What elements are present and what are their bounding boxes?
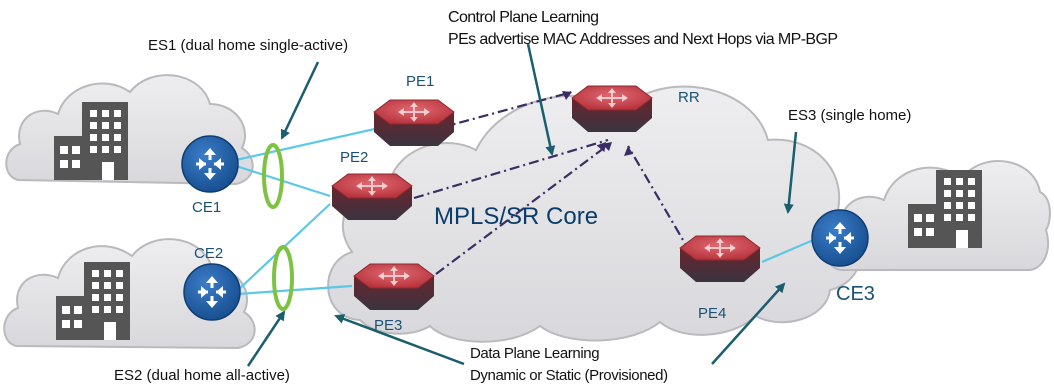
ce3-label: CE3 (836, 283, 875, 305)
pe2-label: PE2 (340, 149, 368, 166)
data-plane-title: Data Plane Learning (470, 345, 599, 362)
bgp-arrowhead-pe3 (602, 142, 612, 151)
ce1-label: CE1 (192, 199, 221, 216)
bgp-pe2-rr (413, 138, 609, 200)
pe4-label: PE4 (698, 305, 726, 322)
arrow-data-plane-left (334, 314, 465, 366)
bgp-arrowhead-pe4 (624, 146, 633, 156)
arrow-es3 (783, 131, 798, 214)
es2-label: ES2 (dual home all-active) (114, 367, 290, 384)
es1-label: ES1 (dual home single-active) (148, 37, 348, 54)
bgp-pe3-rr (435, 141, 613, 275)
arrow-control-plane (526, 43, 556, 156)
link-pe4-ce3 (761, 236, 819, 264)
pe1-label: PE1 (406, 73, 434, 90)
link-ce1-pe1 (235, 124, 389, 162)
arrow-es2 (246, 310, 286, 367)
router-icon-rr (571, 85, 653, 133)
bgp-sessions (413, 90, 691, 275)
link-ce2-pe3 (237, 284, 353, 296)
bgp-pe1-rr (439, 90, 573, 130)
arrow-es1 (280, 61, 320, 140)
es2-ring (272, 245, 294, 311)
bgp-pe4-rr (627, 145, 691, 253)
ce-icon-ce1 (180, 134, 240, 194)
pe3-label: PE3 (374, 317, 402, 334)
control-plane-desc: PEs advertise MAC Addresses and Next Hop… (448, 31, 837, 48)
arrow-data-plane-right (711, 282, 786, 365)
rr-label: RR (678, 89, 700, 106)
router-icon-pe3 (353, 263, 435, 311)
data-plane-desc: Dynamic or Static (Provisioned) (470, 367, 668, 384)
router-icon-pe4 (679, 235, 761, 283)
router-icon-pe1 (373, 99, 455, 147)
es1-ring (262, 143, 284, 209)
control-plane-title: Control Plane Learning (448, 9, 598, 26)
ce2-label: CE2 (194, 245, 223, 262)
router-icon-pe2 (331, 173, 413, 221)
core-label: MPLS/SR Core (434, 203, 598, 230)
ce-icon-ce2 (182, 262, 242, 322)
ce-icon-ce3 (810, 208, 870, 268)
es3-label: ES3 (single home) (788, 107, 911, 124)
bgp-arrowhead-pe1 (562, 91, 572, 100)
